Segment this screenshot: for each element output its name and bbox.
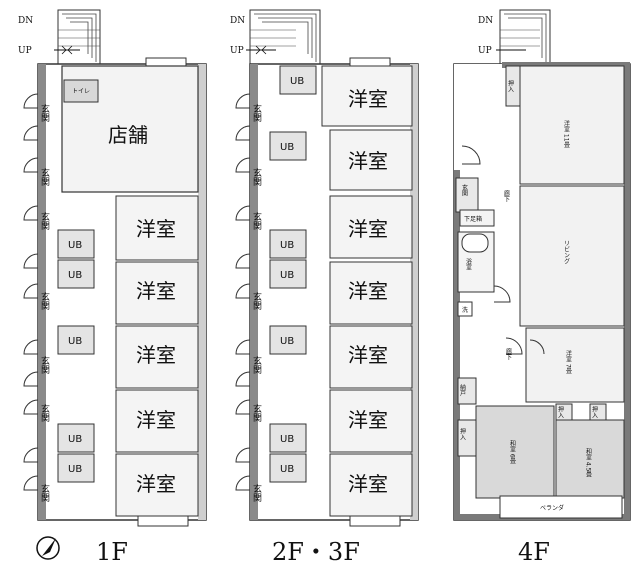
rouka1-label: 廊下 xyxy=(503,189,510,203)
toilet-label: トイレ xyxy=(72,88,90,95)
genkan-2f-1: 玄関 xyxy=(251,103,262,123)
room-label-2f-1: 洋室 xyxy=(348,87,388,111)
living-room xyxy=(519,185,625,327)
genkan-1f-7: 玄関 xyxy=(39,483,50,503)
japanese-room-6 xyxy=(475,405,555,499)
store-label: 店舗 xyxy=(108,123,148,147)
oshiire-label-3: 押入 xyxy=(557,405,564,418)
genkan-2f-7: 玄関 xyxy=(251,483,262,503)
genkan-4f-label: 玄関 xyxy=(461,183,468,197)
washitsu6-label: 和室 6畳 xyxy=(509,439,516,465)
floor-label-4f: 4F xyxy=(518,538,550,566)
western-room-7 xyxy=(525,327,625,403)
washitsu45-label: 和室 4.5畳 xyxy=(585,447,592,478)
dn-label-1f: DN xyxy=(18,16,33,26)
ub-label-2f-1: UB xyxy=(290,76,304,87)
room-label-1f-3: 洋室 xyxy=(136,343,176,367)
genkan-1f-1: 玄関 xyxy=(39,103,50,123)
ub-units-2f: UB UB UB UB UB UB UB xyxy=(269,65,317,483)
western-room-11 xyxy=(519,65,625,185)
balcony xyxy=(499,495,623,519)
ub-label-1f-1: UB xyxy=(68,240,82,251)
room-label-2f-7: 洋室 xyxy=(348,472,388,496)
genkan-1f-4: 玄関 xyxy=(39,291,50,311)
sentaku-label: 洗 xyxy=(462,306,468,314)
youshitsu11-label: 洋室 11畳 xyxy=(563,119,570,149)
ub-label-2f-4: UB xyxy=(280,270,294,281)
ub-label-1f-5: UB xyxy=(68,464,82,475)
room-label-1f-5: 洋室 xyxy=(136,472,176,496)
genkan-2f-3: 玄関 xyxy=(251,211,262,231)
rooms-2f: 洋室 洋室 洋室 洋室 洋室 洋室 洋室 xyxy=(321,65,413,517)
genkan-2f-6: 玄関 xyxy=(251,403,262,423)
room-label-2f-4: 洋室 xyxy=(348,279,388,303)
stair-1f xyxy=(54,9,101,69)
rooms-1f: 洋室 洋室 洋室 洋室 洋室 xyxy=(115,195,199,517)
ub-label-2f-5: UB xyxy=(280,336,294,347)
door-swings-1f xyxy=(23,93,39,491)
genkan-labels-2f: 玄関 玄関 玄関 玄関 玄関 玄関 玄関 xyxy=(251,103,262,503)
room-label-1f-4: 洋室 xyxy=(136,408,176,432)
room-label-1f-1: 洋室 xyxy=(136,217,176,241)
youshitsu7-label: 洋室 7畳 xyxy=(565,349,572,375)
ub-label-2f-7: UB xyxy=(280,464,294,475)
compass-icon xyxy=(36,536,60,560)
genkan-1f-2: 玄関 xyxy=(39,167,50,187)
living-label: リビング xyxy=(563,240,570,265)
up-label-4f: UP xyxy=(478,46,492,56)
genkan-2f-5: 玄関 xyxy=(251,355,262,375)
door-swings-2f xyxy=(235,93,251,491)
room-label-2f-6: 洋室 xyxy=(348,408,388,432)
genkan-2f-2: 玄関 xyxy=(251,167,262,187)
dn-label-4f: DN xyxy=(478,16,493,26)
up-label-2f: UP xyxy=(230,46,244,56)
japanese-room-45 xyxy=(555,419,625,499)
room-label-2f-2: 洋室 xyxy=(348,149,388,173)
genkan-2f-4: 玄関 xyxy=(251,291,262,311)
nando-label: 納戸 xyxy=(459,383,466,397)
stair-2f xyxy=(246,9,321,69)
ub-label-1f-3: UB xyxy=(68,336,82,347)
stair-4f xyxy=(496,9,551,69)
veranda-label: ベランダ xyxy=(540,504,564,512)
ub-label-2f-2: UB xyxy=(280,142,294,153)
oshiire-label-4: 押入 xyxy=(591,405,598,418)
floor-2f3f-plan: DN UP 洋室 洋室 洋室 洋室 洋室 洋室 洋室 xyxy=(230,9,419,527)
door-swings-4f xyxy=(461,145,545,355)
floor-1f-plan: DN UP 店舗 トイレ 洋室 洋室 洋室 洋室 洋室 xyxy=(18,9,207,527)
ub-label-1f-4: UB xyxy=(68,434,82,445)
oshiire-label-2: 押入 xyxy=(459,427,466,440)
room-label-2f-3: 洋室 xyxy=(348,217,388,241)
room-label-1f-2: 洋室 xyxy=(136,279,176,303)
ub-label-2f-6: UB xyxy=(280,434,294,445)
yokushitsu-label: 浴室 xyxy=(465,257,472,270)
up-label-1f: UP xyxy=(18,46,32,56)
oshiire-label-1: 押入 xyxy=(507,79,514,92)
genkan-1f-6: 玄関 xyxy=(39,403,50,423)
ub-units-1f: UB UB UB UB UB xyxy=(57,229,95,483)
genkan-1f-3: 玄関 xyxy=(39,211,50,231)
dn-label-2f: DN xyxy=(230,16,245,26)
floor-label-1f: 1F xyxy=(96,538,128,566)
floor-label-2f3f: 2F・3F xyxy=(272,538,360,566)
tebako-label: 下足箱 xyxy=(464,215,482,223)
genkan-1f-5: 玄関 xyxy=(39,355,50,375)
ub-label-1f-2: UB xyxy=(68,270,82,281)
genkan-labels-1f: 玄関 玄関 玄関 玄関 玄関 玄関 玄関 xyxy=(39,103,50,503)
floor-4f-plan: DN UP 洋室 11畳 リビング 洋室 7畳 和室 6畳 和室 4.5畳 押入… xyxy=(453,9,631,521)
room-label-2f-5: 洋室 xyxy=(348,343,388,367)
ub-label-2f-3: UB xyxy=(280,240,294,251)
